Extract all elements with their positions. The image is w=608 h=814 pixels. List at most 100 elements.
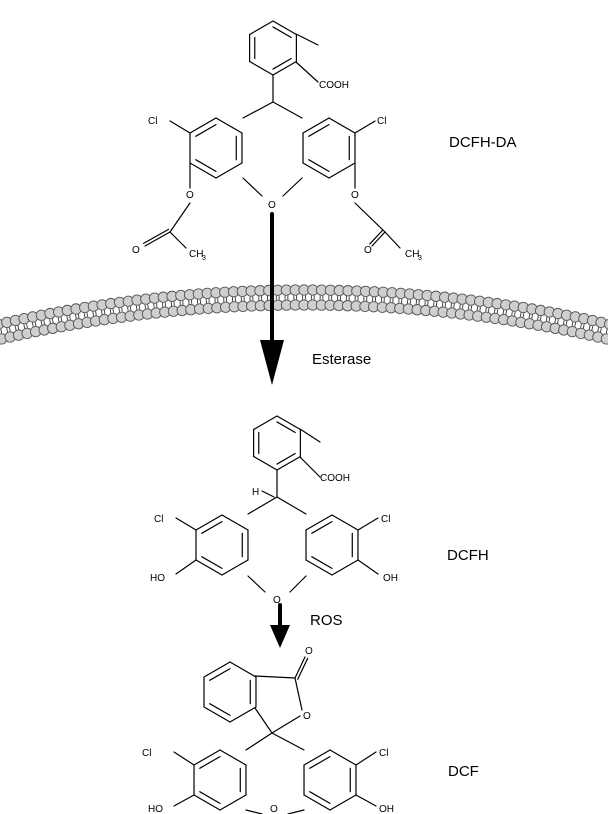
bond	[354, 120, 376, 134]
benzo-ring	[209, 667, 231, 681]
atom-label: CH	[405, 249, 419, 260]
atom-label: OH	[379, 804, 394, 814]
esterase-arrow	[260, 212, 284, 385]
lipid-tail	[101, 310, 103, 315]
lipid-tail	[8, 327, 11, 332]
xanthene-ring-left	[215, 162, 243, 179]
lipid-tail	[77, 314, 80, 319]
lipid-tail	[66, 316, 69, 321]
lipid-tail	[605, 329, 608, 334]
lipid-tail	[511, 311, 513, 316]
lipid-tail	[597, 327, 600, 332]
atom-label: Cl	[379, 748, 388, 759]
xanthene-ring-left	[219, 794, 247, 811]
lipid-tail	[514, 311, 516, 316]
lipid-tail	[43, 320, 45, 325]
atom-label: O	[303, 711, 311, 722]
atom-label: O	[351, 190, 359, 201]
xanthene-ring-right	[305, 559, 333, 576]
phenyl-ring	[276, 452, 296, 465]
lipid-tail	[496, 309, 499, 314]
lipid-tail	[75, 314, 77, 319]
double-bond	[294, 656, 306, 679]
bond	[254, 675, 296, 679]
xanthene-ring-left	[193, 749, 221, 766]
lipid-tail	[49, 319, 51, 324]
double-bond	[371, 231, 386, 247]
bond	[276, 496, 307, 515]
bond	[294, 677, 303, 711]
xanthene-ring-left	[193, 794, 221, 811]
bond	[289, 575, 307, 593]
benzo-ring	[203, 661, 231, 678]
xanthene-ring-left	[221, 559, 249, 576]
bond	[299, 456, 321, 478]
lipid-tail	[92, 311, 94, 316]
atom-label: Cl	[154, 514, 163, 525]
phenyl-ring	[249, 20, 274, 36]
xanthene-ring-right	[302, 117, 330, 134]
lipid-tail	[519, 312, 522, 317]
xanthene-ring-left	[189, 162, 217, 179]
lipid-tail	[493, 308, 496, 313]
lipid-tail	[112, 308, 115, 313]
bond	[245, 809, 263, 814]
bond	[173, 751, 195, 766]
benzo-ring	[203, 706, 231, 723]
lipid-tail	[17, 325, 20, 330]
xanthene-ring-right	[303, 794, 331, 811]
bond	[169, 231, 187, 249]
atom-label: HO	[150, 573, 165, 584]
lipid-tail	[531, 314, 533, 319]
bond	[357, 559, 379, 575]
label-dcfh: DCFH	[447, 547, 489, 564]
lipid-tail	[121, 307, 123, 312]
lipid-tail	[488, 307, 490, 313]
lipid-tail	[14, 326, 17, 331]
xanthene-ring-right	[331, 514, 359, 531]
bond	[175, 517, 197, 531]
lipid-bilayer-membrane	[0, 284, 608, 345]
atom-label: COOH	[320, 473, 350, 484]
bond	[271, 715, 301, 734]
bond	[169, 202, 191, 233]
atom-label: O	[364, 245, 372, 256]
xanthene-ring-right	[331, 559, 359, 576]
xanthene-ring-left	[219, 749, 247, 766]
lipid-tail	[554, 318, 557, 323]
bond	[169, 120, 191, 134]
label-dcfh-da: DCFH-DA	[449, 134, 517, 151]
lipid-tail	[505, 310, 507, 315]
bond	[254, 707, 273, 734]
lipid-head	[604, 318, 608, 330]
lipid-tail	[26, 323, 28, 328]
xanthene-ring-right	[311, 556, 333, 570]
lipid-tail	[557, 319, 559, 324]
phenyl-ring	[276, 415, 301, 431]
label-dcf: DCF	[448, 763, 479, 780]
lipid-tail	[476, 306, 479, 311]
bond	[247, 496, 278, 515]
phenyl-ring	[249, 60, 274, 76]
xanthene-ring-right	[329, 794, 357, 811]
lipid-tail	[118, 307, 120, 313]
atom-label: CH	[189, 249, 203, 260]
label-ros: ROS	[310, 612, 343, 629]
atom-label: COOH	[319, 80, 349, 91]
lipid-tail	[588, 325, 591, 330]
bond	[299, 428, 321, 443]
xanthene-ring-left	[195, 559, 223, 576]
atom-label: O	[186, 190, 194, 201]
lipid-tail	[34, 321, 37, 327]
bond	[295, 33, 319, 46]
xanthene-ring-left	[195, 159, 217, 172]
benzo-ring	[229, 661, 257, 678]
lipid-tail	[60, 317, 63, 322]
phenyl-ring	[253, 415, 278, 431]
atom-label: O	[270, 804, 278, 814]
atom-label: H	[252, 487, 259, 498]
lipid-tail	[539, 316, 542, 321]
